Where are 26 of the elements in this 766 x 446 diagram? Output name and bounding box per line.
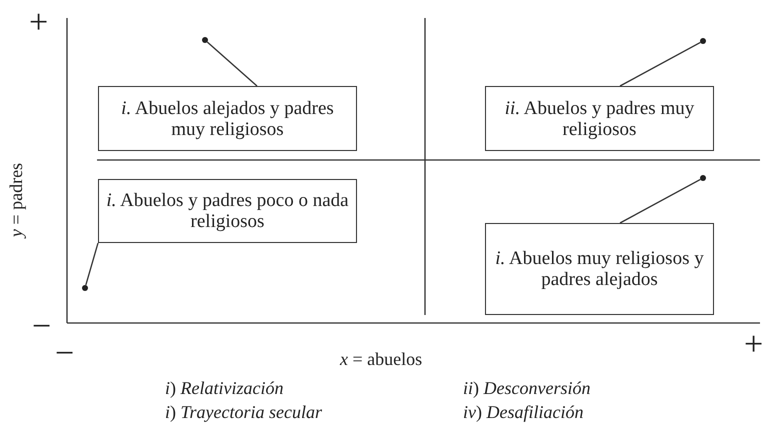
dot-marker [700, 175, 706, 181]
legend-text: iv) Desafiliación [463, 402, 584, 422]
leader-line [85, 242, 99, 286]
dot-marker [82, 285, 88, 291]
legend-text: ii) Desconversión [463, 378, 590, 398]
legend-text: i) Relativización [165, 378, 284, 398]
dot-marker [202, 37, 208, 43]
leader-line [206, 42, 258, 86]
legend-text: i) Trayectoria secular [165, 402, 322, 422]
quadrant-label-box [98, 179, 357, 243]
quadrant-label-box [485, 86, 714, 151]
axis-sign: − [32, 310, 52, 344]
box-text: i. Abuelos y padres poco o nada religiosos [105, 190, 350, 232]
axis-title: y = padres [6, 162, 26, 238]
axis-title: x = abuelos [340, 349, 422, 369]
dot-marker [700, 38, 706, 44]
axis-sign: − [55, 337, 74, 371]
leader-line [620, 178, 701, 224]
box-text: i. Abuelos muy religiosos y padres alejados [494, 248, 705, 290]
quadrant-label-box [98, 86, 357, 151]
leader-line [620, 42, 701, 87]
axis-sign: + [29, 6, 48, 40]
axis-sign: + [744, 328, 764, 362]
quadrant-label-box [485, 223, 714, 315]
box-text: i. Abuelos alejados y padres muy religiosos [120, 98, 335, 140]
box-text: ii. Abuelos y padres muy religiosos [504, 98, 696, 140]
